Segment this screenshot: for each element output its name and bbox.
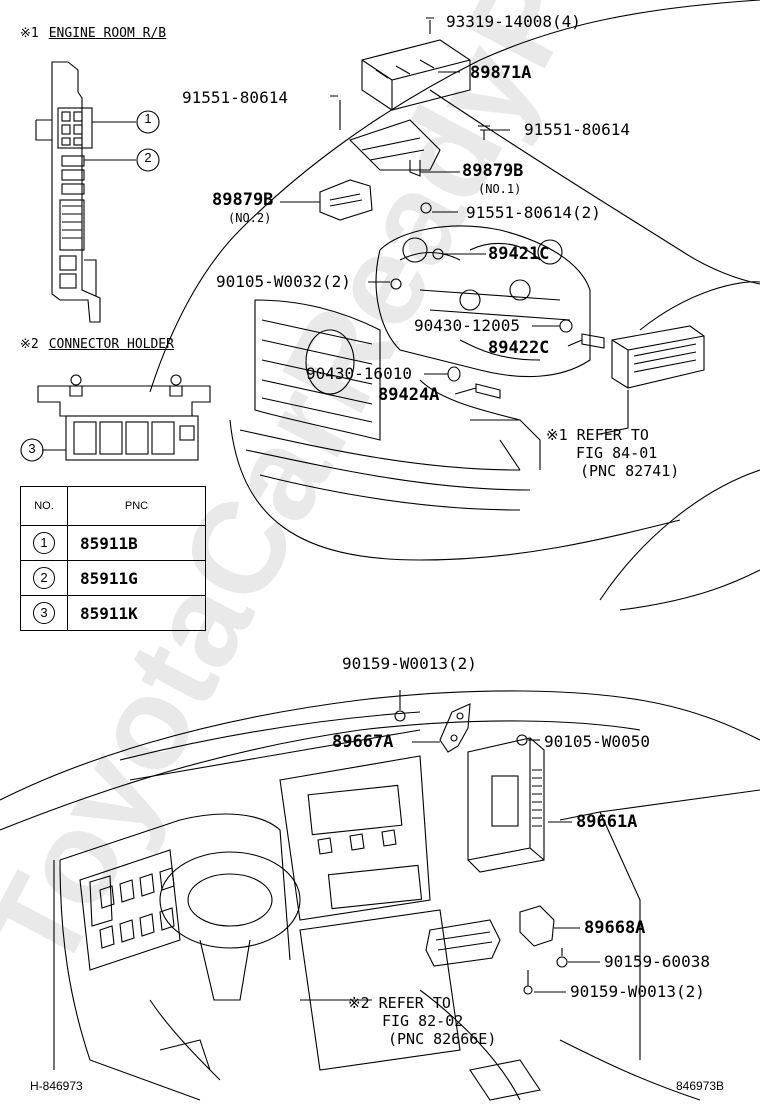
part-label-91551-80614-2: 91551-80614(2): [466, 203, 601, 222]
header-no: NO.: [20, 486, 68, 526]
part-label-93319-14008: 93319-14008(4): [446, 12, 581, 31]
dashboard-interior: [0, 690, 760, 1101]
part-label-90159-60038: 90159-60038: [604, 952, 710, 971]
refer-line-1: ※1 REFER TO: [546, 426, 649, 444]
callout-1: 1: [144, 111, 152, 126]
part-label-89661A: 89661A: [576, 812, 638, 832]
engine-refer-note: ※1 REFER TO FIG 84-01 (PNC 82741): [546, 426, 679, 480]
pnc-code: 85911K: [67, 595, 206, 631]
pnc-code: 85911B: [67, 525, 206, 561]
illustration-code-right: 846973B: [676, 1079, 725, 1093]
illustration-code-left: H-846973: [30, 1079, 83, 1093]
pnc-code: 85911G: [67, 560, 206, 596]
row-number: 3: [33, 602, 55, 624]
part-sublabel-no1: (NO.1): [478, 182, 522, 196]
part-label-89879B-no1: 89879B: [462, 161, 524, 181]
part-label-89667A: 89667A: [332, 732, 394, 752]
table-row: 3 85911K: [20, 595, 206, 631]
row-number: 2: [33, 567, 55, 589]
refer-line-1: ※2 REFER TO: [348, 994, 451, 1012]
part-sublabel-no2: (NO.2): [228, 211, 272, 225]
refer-line-2: FIG 82-02: [382, 1012, 464, 1030]
part-label-90159-W0013-top: 90159-W0013(2): [342, 654, 477, 673]
pnc-table: NO. PNC 1 85911B 2 85911G 3 85911K: [20, 486, 206, 631]
part-label-89668A: 89668A: [584, 918, 646, 938]
callout-2: 2: [144, 150, 152, 165]
refer-line-3: (PNC 82666E): [388, 1030, 497, 1048]
table-row: 1 85911B: [20, 525, 206, 561]
part-label-90105-W0032: 90105-W0032(2): [216, 272, 351, 291]
part-label-89871A: 89871A: [470, 63, 532, 83]
refer-line-2: FIG 84-01: [576, 444, 658, 462]
part-label-89424A: 89424A: [378, 385, 440, 405]
connector-holder: [20, 374, 211, 462]
engine-compartment: [149, 0, 760, 611]
pnc-table-header: NO. PNC: [20, 486, 206, 526]
dash-refer-note: ※2 REFER TO FIG 82-02 (PNC 82666E): [348, 994, 496, 1048]
part-label-89422C: 89422C: [488, 338, 550, 358]
row-number: 1: [33, 532, 55, 554]
header-pnc: PNC: [67, 486, 206, 526]
refer-line-3: (PNC 82741): [580, 462, 680, 480]
table-row: 2 85911G: [20, 560, 206, 596]
part-label-90105-W0050: 90105-W0050: [544, 732, 650, 751]
part-label-90430-16010: 90430-16010: [306, 364, 412, 383]
part-label-89879B-no2: 89879B: [212, 190, 274, 210]
part-label-90159-W0013-bottom: 90159-W0013(2): [570, 982, 705, 1001]
part-label-90430-12005: 90430-12005: [414, 316, 520, 335]
part-label-91551-80614-right: 91551-80614: [524, 120, 630, 139]
part-label-91551-80614-left: 91551-80614: [182, 88, 288, 107]
part-label-89421C: 89421C: [488, 244, 550, 264]
engine-room-relay-block: [35, 61, 160, 323]
callout-3: 3: [28, 441, 36, 456]
